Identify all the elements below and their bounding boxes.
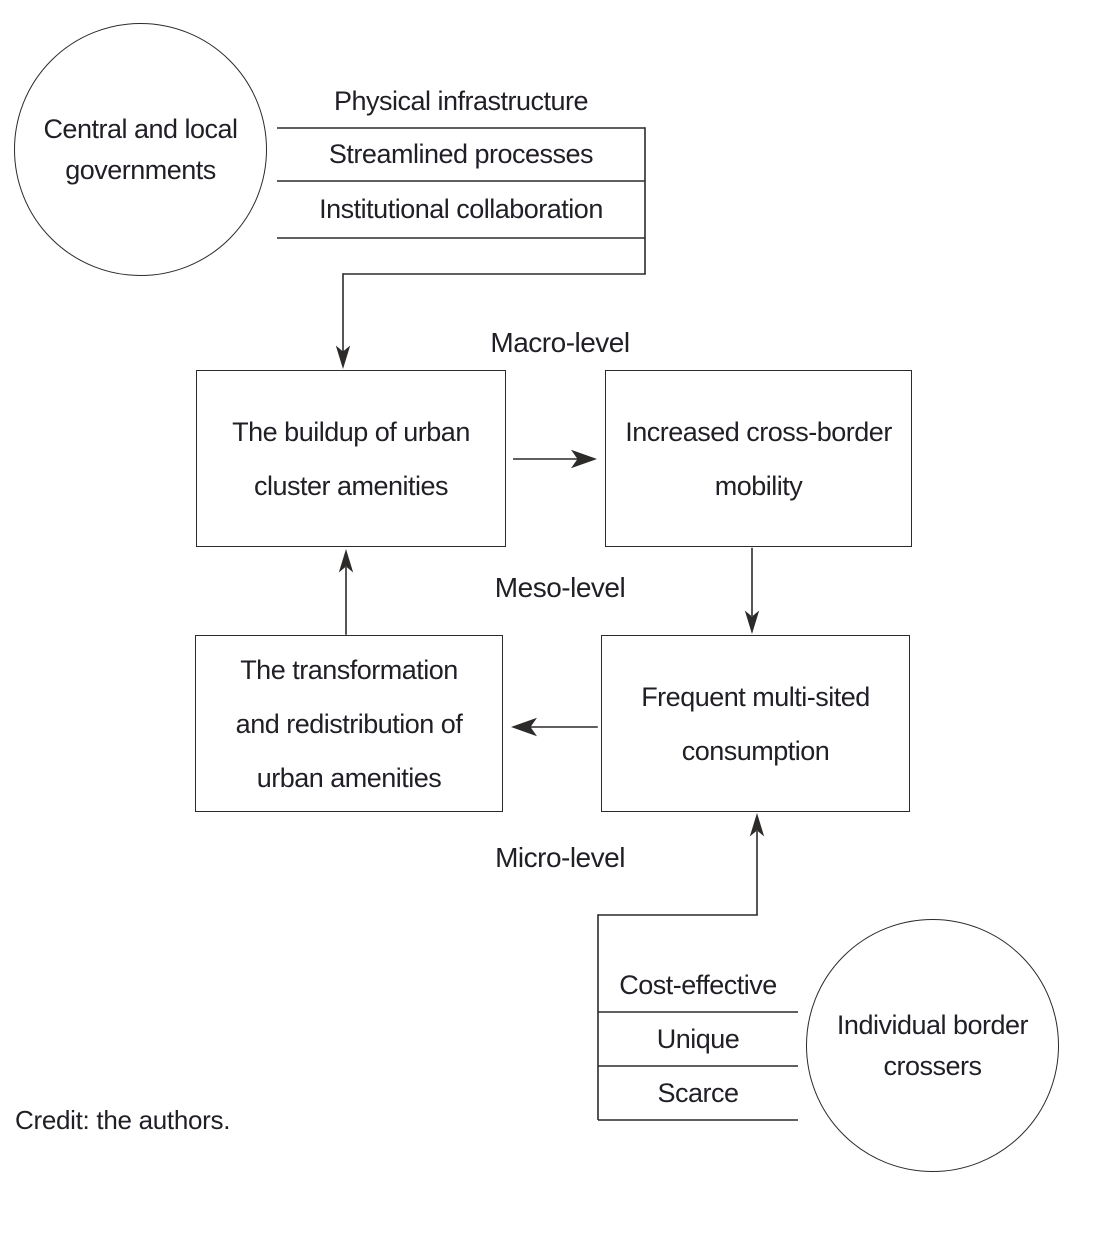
government-ladder-lines xyxy=(277,127,646,275)
arrow-transformation-to-buildup xyxy=(338,549,354,635)
arrow-government-to-buildup xyxy=(335,273,351,369)
border-crossers-circle: Individual border crossers xyxy=(806,919,1059,1172)
transformation-box: The transformation and redistribution of… xyxy=(195,635,503,812)
government-circle-label: Central and local governments xyxy=(43,113,238,185)
arrow-buildup-to-mobility xyxy=(513,449,597,469)
government-input-institutional-collaboration: Institutional collaboration xyxy=(319,194,603,224)
government-circle: Central and local governments xyxy=(14,23,267,276)
arrow-crossers-to-consumption xyxy=(597,813,765,1120)
credit-note: Credit: the authors. xyxy=(15,1105,231,1135)
crosser-quality-scarce: Scarce xyxy=(657,1077,739,1108)
meso-level-label: Meso-level xyxy=(494,572,626,603)
crossers-ladder-lines xyxy=(598,1011,798,1121)
crosser-quality-unique: Unique xyxy=(656,1023,740,1054)
crosser-quality-cost-effective: Cost-effective xyxy=(619,969,777,1000)
consumption-box: Frequent multi-sited consumption xyxy=(601,635,910,812)
mobility-box: Increased cross-border mobility xyxy=(605,370,912,547)
arrow-consumption-to-transformation xyxy=(511,717,598,737)
government-input-streamlined-processes: Streamlined processes xyxy=(328,139,594,169)
micro-level-label: Micro-level xyxy=(495,842,625,873)
buildup-box: The buildup of urban cluster amenities xyxy=(196,370,506,547)
macro-level-label: Macro-level xyxy=(490,327,630,358)
government-input-physical-infrastructure: Physical infrastructure xyxy=(333,86,589,116)
arrow-mobility-to-consumption xyxy=(744,547,760,634)
border-crossers-circle-label: Individual border crossers xyxy=(836,1009,1029,1081)
